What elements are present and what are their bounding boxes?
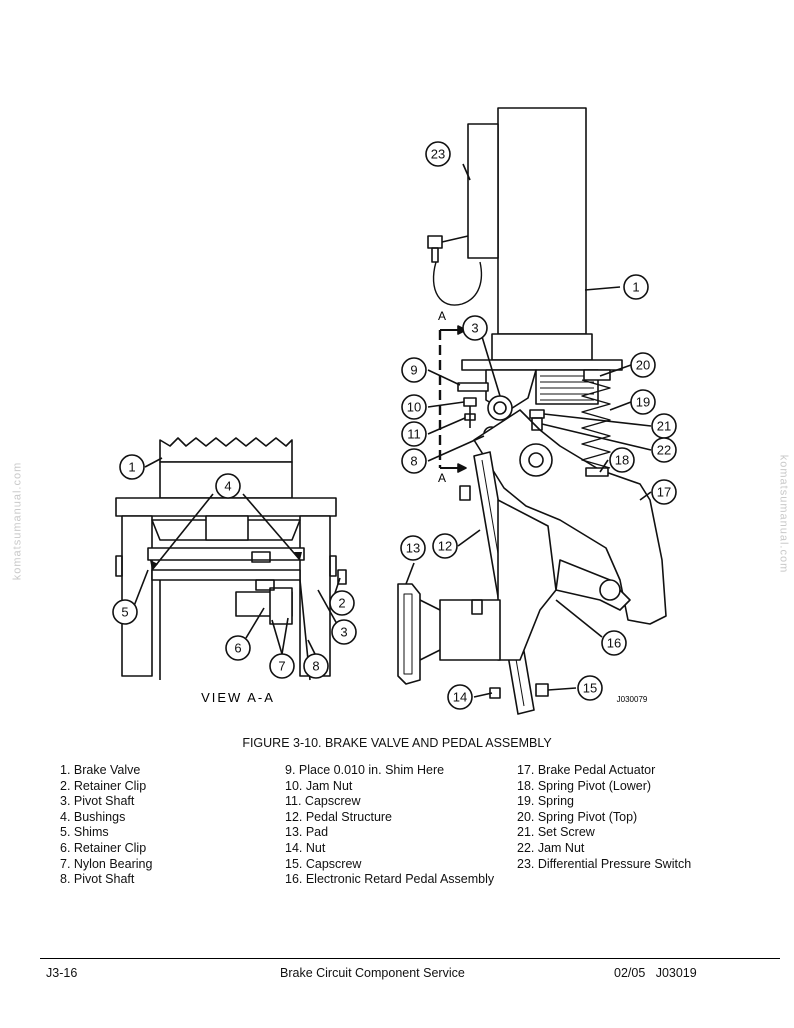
callout-17: 17 <box>657 485 671 500</box>
callout-13: 13 <box>406 541 420 556</box>
parts-list-item: 6. Retainer Clip <box>60 840 147 855</box>
parts-list-item: 15. Capscrew <box>285 856 362 871</box>
drawing-number: J030079 <box>617 695 648 704</box>
footer-page-number: J3-16 <box>46 966 78 980</box>
callout-9: 9 <box>410 363 417 378</box>
view-callout-1: 1 <box>128 460 135 475</box>
parts-list-item: 8. Pivot Shaft <box>60 872 135 887</box>
callout-19: 19 <box>636 395 650 410</box>
parts-list-item: 9. Place 0.010 in. Shim Here <box>285 763 445 777</box>
figure-caption: FIGURE 3-10. BRAKE VALVE AND PEDAL ASSEM… <box>242 736 552 750</box>
parts-list-item: 12. Pedal Structure <box>285 809 393 824</box>
parts-list-item: 14. Nut <box>285 840 326 855</box>
callout-21: 21 <box>657 419 671 434</box>
callout-10: 10 <box>407 400 421 415</box>
parts-list-item: 10. Jam Nut <box>285 778 353 793</box>
callout-23: 23 <box>431 147 445 162</box>
parts-list-item: 23. Differential Pressure Switch <box>517 856 692 871</box>
parts-list-item: 1. Brake Valve <box>60 763 141 777</box>
parts-list-item: 13. Pad <box>285 825 329 840</box>
parts-list-item: 21. Set Screw <box>517 825 595 840</box>
view-callout-3: 3 <box>340 625 347 640</box>
view-callout-6: 6 <box>234 641 241 656</box>
callout-3: 3 <box>471 321 478 336</box>
footer-section-title: Brake Circuit Component Service <box>280 966 465 980</box>
parts-list-item: 2. Retainer Clip <box>60 778 147 793</box>
callout-15: 15 <box>583 681 597 696</box>
footer-divider <box>40 958 780 959</box>
parts-list-item: 4. Bushings <box>60 809 126 824</box>
parts-list-item: 20. Spring Pivot (Top) <box>517 809 638 824</box>
callout-12: 12 <box>438 539 452 554</box>
callout-18: 18 <box>615 453 629 468</box>
watermark-left: komatsumanual.com <box>11 461 24 581</box>
parts-list-item: 22. Jam Nut <box>517 840 585 855</box>
callout-20: 20 <box>636 358 650 373</box>
brake-valve-pedal-figure: 23 1 3 9 10 11 8 20 19 21 22 18 17 12 13… <box>112 107 677 715</box>
view-callout-2: 2 <box>338 596 345 611</box>
parts-list-item: 18. Spring Pivot (Lower) <box>517 778 652 793</box>
parts-list-item: 16. Electronic Retard Pedal Assembly <box>285 872 495 887</box>
callout-22: 22 <box>657 443 671 458</box>
callout-11: 11 <box>407 427 421 442</box>
callout-14: 14 <box>453 690 467 705</box>
parts-list-item: 3. Pivot Shaft <box>60 794 135 809</box>
callout-1: 1 <box>632 280 639 295</box>
view-callout-4: 4 <box>224 479 231 494</box>
parts-list-item: 17. Brake Pedal Actuator <box>517 763 656 777</box>
callout-16: 16 <box>607 636 621 651</box>
section-letter-bottom: A <box>438 471 446 485</box>
view-callout-5: 5 <box>121 605 128 620</box>
parts-list-item: 19. Spring <box>517 794 574 809</box>
footer-date-code: 02/05 J03019 <box>614 966 697 980</box>
parts-list-item: 7. Nylon Bearing <box>60 856 153 871</box>
callout-8: 8 <box>410 454 417 469</box>
section-letter-top: A <box>438 309 446 323</box>
watermark-right: komatsumanual.com <box>777 454 790 574</box>
parts-list-item: 5. Shims <box>60 825 109 840</box>
view-callout-7: 7 <box>278 659 285 674</box>
view-label: VIEW A-A <box>201 690 275 705</box>
parts-list-item: 11. Capscrew <box>285 794 361 809</box>
view-callout-8: 8 <box>312 659 319 674</box>
